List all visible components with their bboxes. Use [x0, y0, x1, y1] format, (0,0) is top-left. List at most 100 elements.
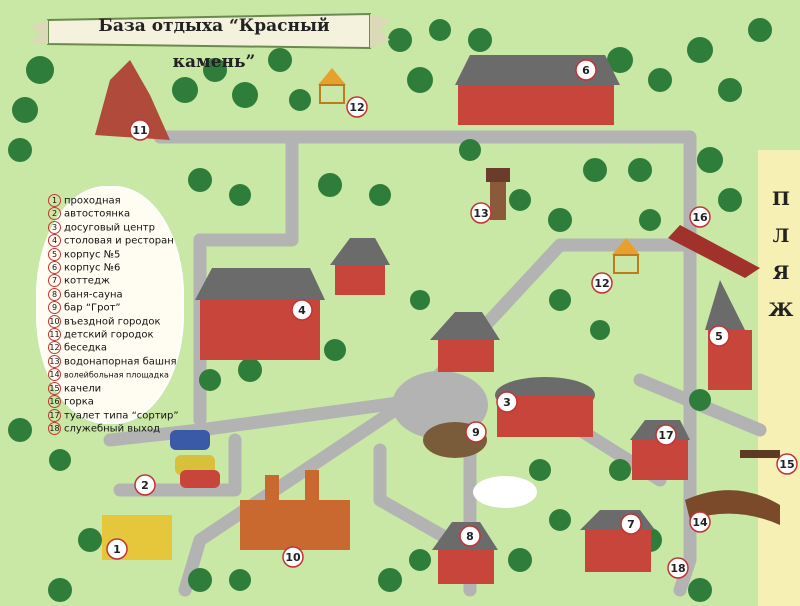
legend-label: беседка: [64, 342, 108, 354]
marker-16: 16: [689, 206, 711, 228]
volleyball-court-14: [685, 490, 780, 525]
slide-16: [668, 225, 760, 278]
legend-number-badge: 10: [48, 314, 61, 328]
legend-number-badge: 16: [48, 395, 61, 409]
svg-text:8: 8: [466, 530, 474, 543]
beach-letter: П: [772, 188, 790, 210]
svg-text:9: 9: [472, 426, 480, 439]
marker-3: 3: [496, 391, 518, 413]
plaza: [392, 371, 488, 439]
cottage-upper: [330, 238, 390, 295]
legend-label: въездной городок: [64, 316, 161, 328]
svg-text:6: 6: [582, 64, 590, 77]
legend-label: горка: [64, 396, 94, 408]
legend-number-badge: 6: [48, 261, 61, 275]
legend-label: проходная: [64, 195, 121, 207]
svg-text:16: 16: [692, 211, 708, 224]
beach-letter: Я: [772, 262, 790, 284]
marker-9: 9: [465, 421, 487, 443]
svg-text:10: 10: [285, 551, 301, 564]
svg-text:15: 15: [779, 458, 794, 471]
marker-8: 8: [459, 525, 481, 547]
marker-12-top: 12: [346, 96, 368, 118]
legend-number-badge: 1: [48, 194, 61, 207]
svg-text:11: 11: [132, 124, 147, 137]
legend-label: туалет типа “сортир”: [64, 410, 179, 421]
cottage-middle: [430, 312, 500, 372]
svg-text:2: 2: [141, 479, 149, 492]
legend-label: водонапорная башня: [64, 356, 177, 368]
beach-area: [758, 150, 800, 606]
marker-5: 5: [708, 325, 730, 347]
legend-number-badge: 8: [48, 287, 61, 301]
kids-town-11: [95, 60, 170, 140]
map-title: База отдыха “Красный камень”: [98, 16, 330, 72]
legend-number-badge: 15: [48, 381, 61, 395]
marker-18: 18: [667, 557, 689, 579]
legend-number-badge: 12: [48, 341, 61, 355]
beach-label: П Л Я Ж: [766, 188, 796, 336]
marker-2: 2: [134, 474, 156, 496]
legend-number-badge: 9: [48, 301, 61, 315]
marker-1: 1: [106, 538, 128, 560]
cloud: [473, 476, 537, 508]
roads: [103, 130, 767, 597]
marker-4: 4: [291, 299, 313, 321]
marker-14: 14: [689, 511, 711, 533]
legend-label: столовая и ресторан: [64, 235, 174, 247]
swing-15: [740, 450, 780, 458]
legend-number-badge: 2: [48, 207, 61, 221]
legend-number-badge: 14: [48, 368, 61, 382]
marker-10: 10: [282, 546, 304, 568]
marker-11: 11: [129, 119, 151, 141]
parking-2-cars: [170, 430, 220, 488]
marker-7: 7: [620, 513, 642, 535]
marker-6: 6: [575, 59, 597, 81]
svg-text:5: 5: [715, 330, 723, 343]
castle-10: [240, 470, 350, 550]
legend-label: коттедж: [64, 275, 110, 287]
legend-number-badge: 13: [48, 354, 61, 368]
svg-text:12: 12: [349, 101, 364, 114]
marker-12-right: 12: [591, 272, 613, 294]
legend-label: корпус №6: [64, 262, 121, 274]
legend-number-badge: 3: [48, 220, 61, 234]
legend-number-badge: 4: [48, 234, 61, 248]
legend-label: досуговый центр: [64, 222, 155, 234]
water-tower-13: [486, 168, 510, 220]
svg-text:1: 1: [113, 543, 121, 556]
legend-number-badge: 11: [48, 328, 61, 342]
legend-label: качели: [64, 383, 102, 395]
legend-label: автостоянка: [64, 208, 131, 220]
beach-letter: Ж: [768, 299, 794, 321]
legend-number-badge: 17: [48, 408, 61, 422]
legend-number-badge: 18: [48, 421, 61, 435]
svg-text:13: 13: [473, 207, 488, 220]
legend-label: служебный выход: [64, 423, 160, 435]
gazebo-12-top: [318, 68, 346, 104]
marker-17: 17: [655, 424, 677, 446]
svg-text:12: 12: [594, 277, 609, 290]
svg-text:14: 14: [692, 516, 708, 529]
svg-text:7: 7: [627, 518, 635, 531]
legend-number-badge: 5: [48, 247, 61, 261]
